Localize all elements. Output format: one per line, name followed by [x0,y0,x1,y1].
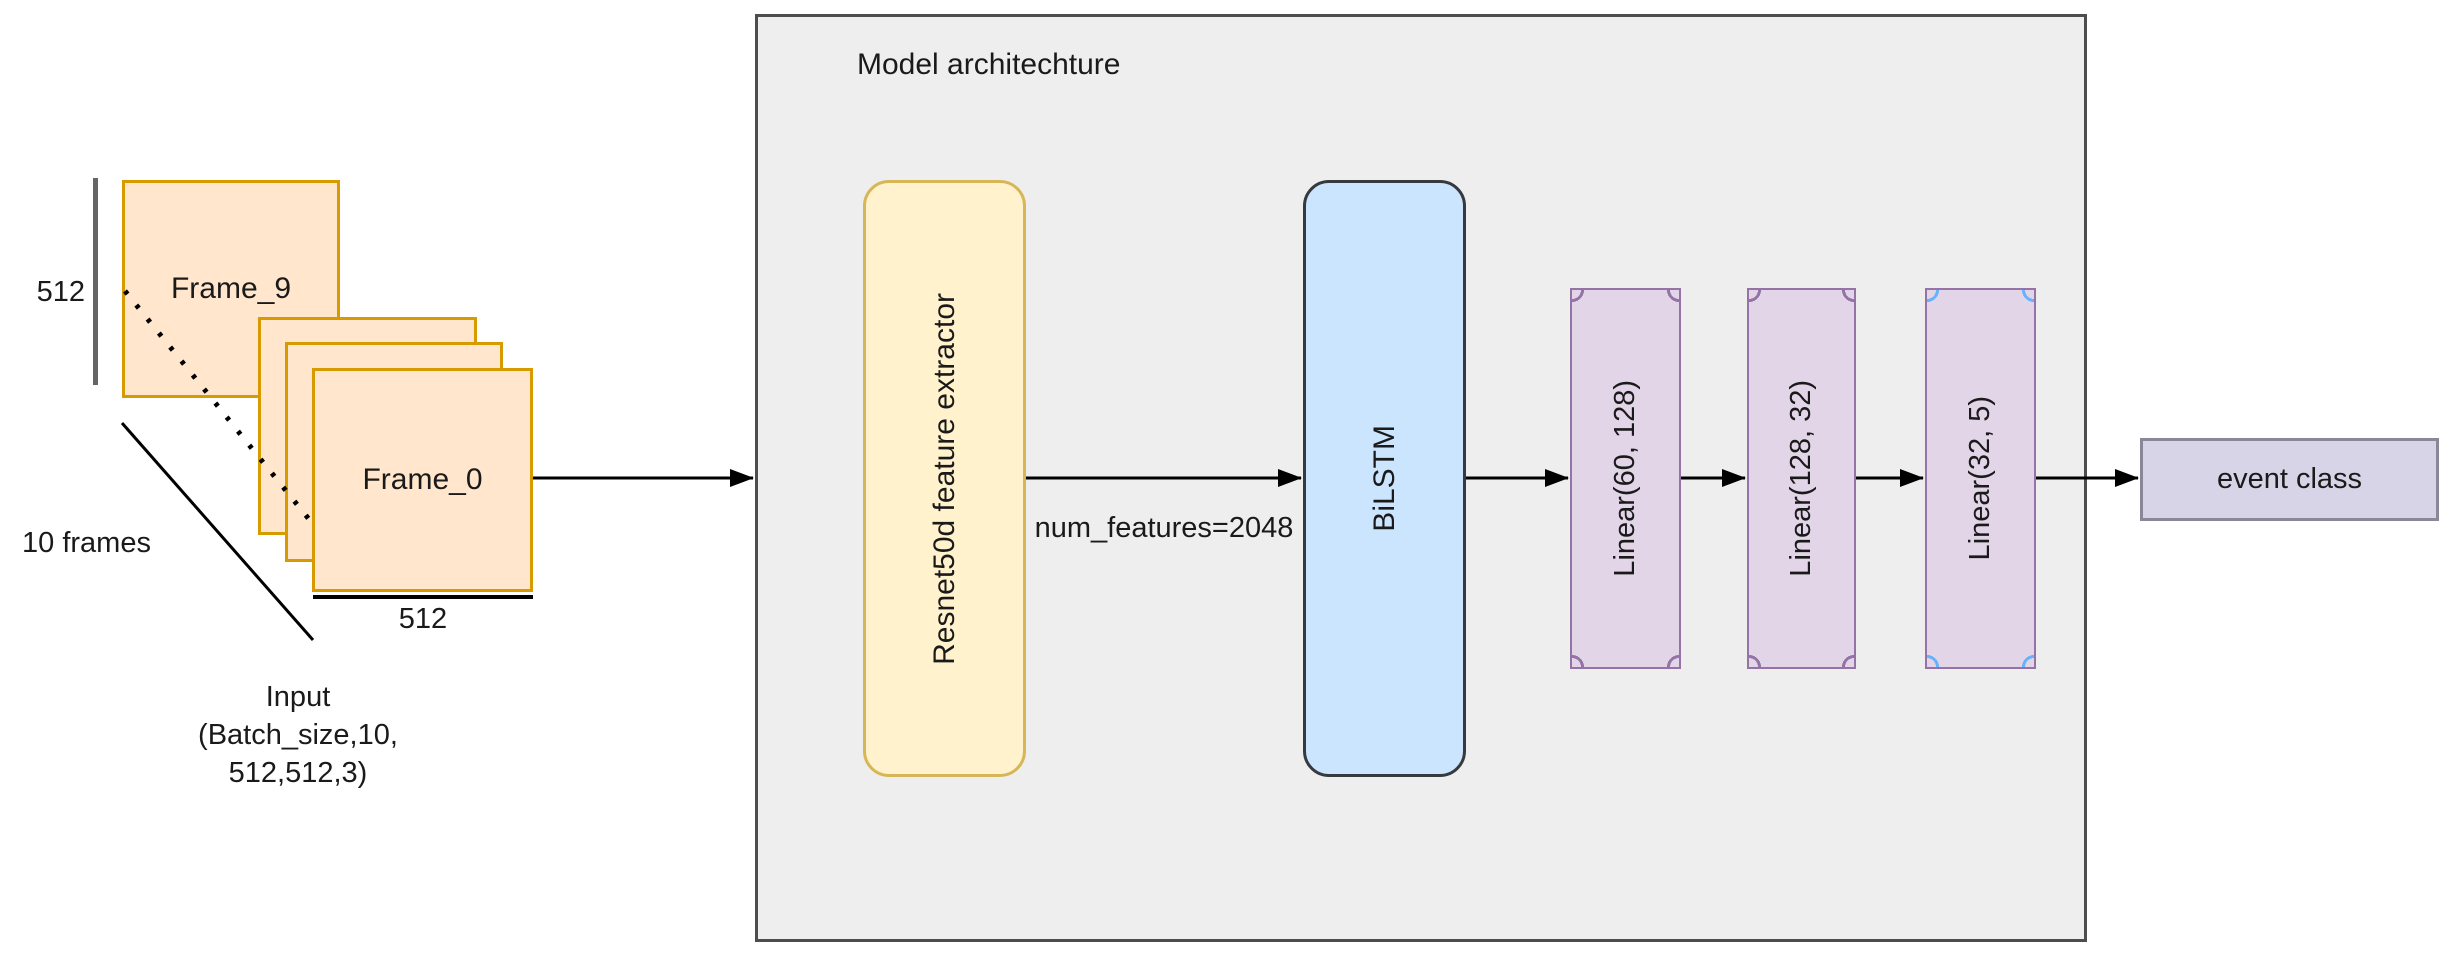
bilstm-block: BiLSTM [1303,180,1466,777]
model-panel-title: Model architechture [857,48,1121,81]
depth-label: 10 frames [22,527,151,559]
input-shape-caption: Input (Batch_size,10, 512,512,3) [158,678,438,792]
resnet-block-label: Resnet50d feature extractor [927,292,961,665]
linear-128-32-label: Linear(128, 32) [1785,380,1817,577]
event-class-label: event class [2216,463,2363,495]
resnet-feature-extractor-block: Resnet50d feature extractor [863,180,1026,777]
frame-0-box: Frame_0 [312,368,533,592]
input-caption-line2: (Batch_size,10, [198,719,398,751]
input-caption-line3: 512,512,3) [228,757,368,789]
height-dimension-label: 512 [36,276,85,308]
linear-128-32-block: Linear(128, 32) [1747,288,1856,669]
width-dimension-label: 512 [398,603,448,635]
frame-0-label: Frame_0 [362,463,483,496]
num-features-edge-label: num_features=2048 [1034,512,1294,544]
linear-32-5-label: Linear(32, 5) [1964,396,1996,561]
frame-9-label: Frame_9 [170,272,292,305]
linear-60-128-block: Linear(60, 128) [1570,288,1681,669]
height-dimension-bar [93,178,98,385]
event-class-box: event class [2140,438,2439,521]
linear-32-5-block: Linear(32, 5) [1925,288,2036,669]
linear-60-128-label: Linear(60, 128) [1609,380,1641,577]
bilstm-block-label: BiLSTM [1367,425,1401,532]
input-caption-line1: Input [265,681,331,713]
